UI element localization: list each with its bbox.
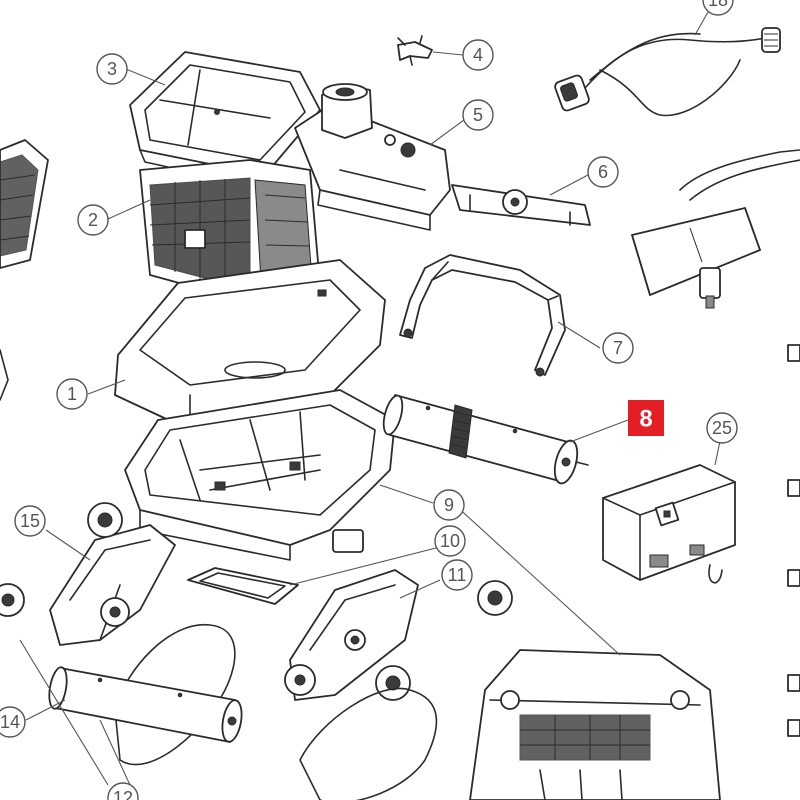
power-supply-unit[interactable] [631, 149, 800, 309]
callout-9[interactable]: 9 [433, 489, 465, 521]
callout-1[interactable]: 1 [56, 378, 88, 410]
callout-3[interactable]: 3 [96, 53, 128, 85]
callout-label: 6 [598, 162, 608, 182]
callout-25[interactable]: 25 [706, 412, 738, 444]
part-9-chassis[interactable] [124, 389, 396, 561]
callout-14[interactable]: 14 [0, 706, 26, 738]
callout-4[interactable]: 4 [462, 39, 494, 71]
left-partial-parts [0, 139, 49, 617]
part-25-control-box[interactable] [602, 464, 736, 584]
part-10-sensor-plate[interactable] [187, 567, 299, 605]
callout-5[interactable]: 5 [462, 99, 494, 131]
callout-label: 4 [473, 45, 483, 65]
part-5-pump-housing[interactable] [294, 83, 451, 231]
robot-underside[interactable] [469, 649, 721, 800]
part-7-handle[interactable] [399, 254, 566, 377]
callout-label: 11 [448, 565, 467, 585]
callout-label: 9 [444, 495, 454, 515]
callout-18[interactable]: 18 [702, 0, 734, 16]
leader-lines [19, 11, 721, 786]
part-18-power-cable[interactable] [554, 27, 781, 117]
callout-label: 25 [712, 418, 732, 438]
callout-8-highlighted[interactable]: 8 [628, 400, 664, 436]
callout-label: 2 [88, 210, 98, 230]
callout-7[interactable]: 7 [602, 332, 634, 364]
callout-2[interactable]: 2 [77, 204, 109, 236]
part-15-side-module[interactable] [49, 502, 176, 646]
part-4-clip[interactable] [397, 35, 433, 66]
callout-label: 3 [107, 59, 117, 79]
callout-10[interactable]: 10 [434, 525, 466, 557]
callout-label: 15 [20, 511, 40, 531]
part-11-side-module[interactable] [284, 569, 513, 701]
highlighted-callout-label: 8 [639, 406, 652, 433]
callout-12[interactable]: 12 [107, 782, 139, 800]
callout-label: 12 [113, 788, 133, 800]
part-14-roller[interactable] [46, 666, 244, 743]
part-6-motor-bracket[interactable] [451, 184, 591, 226]
callout-label: 7 [613, 338, 623, 358]
callout-6[interactable]: 6 [587, 156, 619, 188]
part-12-tracks[interactable] [114, 623, 438, 800]
callout-label: 18 [708, 0, 728, 10]
callout-label: 14 [0, 712, 20, 732]
callout-label: 5 [473, 105, 483, 125]
callout-15[interactable]: 15 [14, 505, 46, 537]
right-partial-parts [787, 344, 800, 737]
callout-11[interactable]: 11 [441, 559, 473, 591]
part-8-roller[interactable] [380, 394, 589, 486]
callout-label: 1 [67, 384, 77, 404]
callout-label: 10 [440, 531, 460, 551]
